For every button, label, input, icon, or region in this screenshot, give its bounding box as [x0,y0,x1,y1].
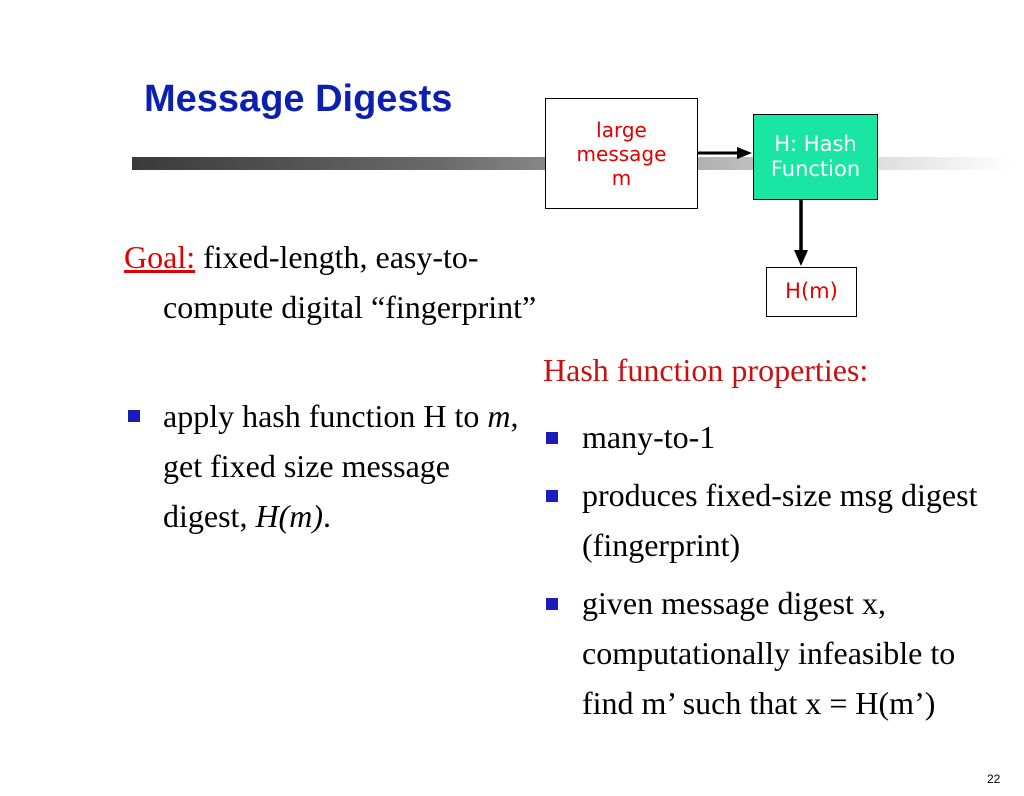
properties-heading: Hash function properties: [543,352,869,388]
list-item: many-to-1 [543,412,993,462]
list-item: produces fixed-size msg digest (fingerpr… [543,470,993,570]
bullet-icon [546,598,558,610]
left-bullet-part-2: , get fixed size message digest, [163,398,519,534]
left-bullet-part-3: . [322,498,331,534]
page-number: 22 [987,772,1001,786]
goal-paragraph: Goal: fixed-length, easy-to-compute digi… [124,232,563,332]
message-box-line-3: m [611,165,632,190]
hash-box-line-2: Function [770,157,861,181]
arrow-hash-to-output [794,200,808,266]
list-item: given message digest x, computationally … [543,578,993,728]
bullet-icon [546,432,558,444]
properties-list: many-to-1 produces fixed-size msg digest… [543,412,993,736]
left-bullet-m: m [487,398,511,434]
bullet-icon [546,490,558,502]
left-bullet-text: apply hash function H to m, get fixed si… [163,391,534,541]
message-box-line-2: message [576,141,667,166]
message-box-line-1: large [596,117,647,142]
hash-function-box: H: Hash Function [753,114,878,200]
hash-output-label: H(m) [785,279,838,304]
property-text: many-to-1 [582,419,716,455]
goal-text: fixed-length, easy-to-compute digital “f… [163,239,537,325]
left-bullet-part-1: apply hash function H to [163,398,488,434]
bullet-icon [128,410,140,422]
property-text: produces fixed-size msg digest (fingerpr… [582,477,978,563]
goal-label: Goal: [124,239,196,275]
hash-output-box: H(m) [766,267,857,317]
large-message-box: large message m [545,98,698,209]
property-text: given message digest x, computationally … [582,585,956,721]
slide-title: Message Digests [144,78,453,120]
left-bullet-hm: H(m) [255,498,323,534]
left-bullet-item: apply hash function H to m, get fixed si… [124,391,534,541]
hash-box-line-1: H: Hash [774,131,857,156]
